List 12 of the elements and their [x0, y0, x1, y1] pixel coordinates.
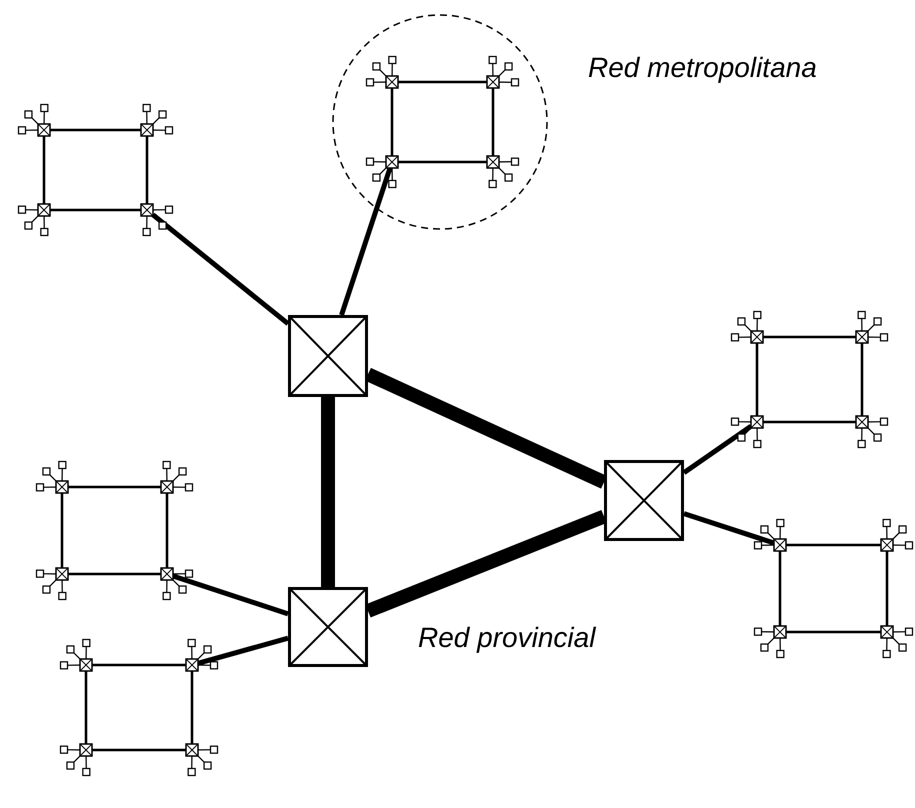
- switch-box: [288, 315, 368, 397]
- link-line: [339, 167, 392, 316]
- link-line: [151, 212, 290, 326]
- network-label: Red provincial: [418, 622, 596, 654]
- switch-box: [604, 460, 684, 541]
- network-label: Red metropolitana: [588, 52, 817, 84]
- switch-box: [288, 587, 368, 667]
- link-line: [172, 574, 289, 616]
- link-line: [683, 511, 775, 546]
- link-line: [197, 636, 289, 666]
- trunk-line: [321, 397, 335, 587]
- link-line: [682, 424, 752, 475]
